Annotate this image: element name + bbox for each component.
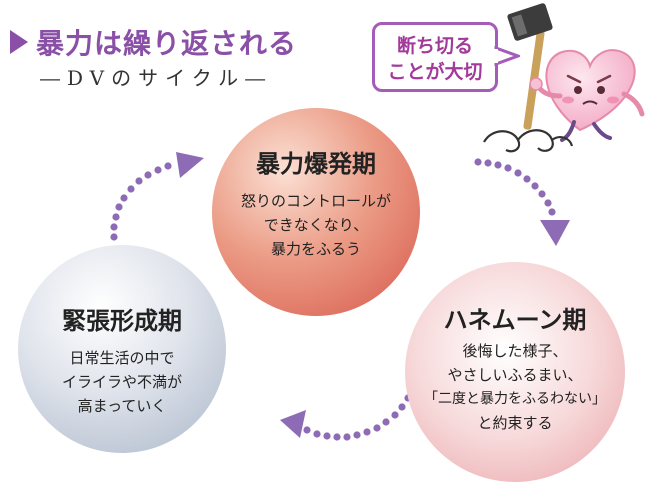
- title-text: 暴力は繰り返される: [36, 27, 298, 60]
- arrow-right-to-left: [280, 394, 412, 441]
- phase-honeymoon-line: やさしいふるまい、: [447, 366, 583, 384]
- broken-chain-icon: [483, 129, 574, 153]
- arrow-top-to-right: [474, 158, 570, 246]
- heart-mascot-icon: [507, 3, 645, 142]
- phase-honeymoon: ハネムーン期 後悔した様子、 やさしいふるまい、 「二度と暴力をふるわない」 と…: [405, 262, 625, 482]
- phase-honeymoon-line: 後悔した様子、: [462, 342, 568, 360]
- phase-explosion-title: 暴力爆発期: [256, 149, 376, 178]
- callout-line-2: ことが大切: [387, 61, 483, 83]
- callout-tail: [490, 45, 520, 67]
- phase-tension-line: イライラや不満が: [61, 373, 182, 391]
- title-arrow-icon: [10, 30, 28, 54]
- phase-honeymoon-line: 「二度と暴力をふるわない」: [424, 391, 606, 407]
- phase-tension-line: 日常生活の中で: [69, 349, 175, 367]
- phase-honeymoon-line: と約束する: [477, 414, 553, 432]
- phase-honeymoon-title: ハネムーン期: [443, 305, 587, 334]
- phase-tension-title: 緊張形成期: [62, 306, 182, 335]
- page-title: 暴力は繰り返される: [10, 22, 297, 62]
- subtitle: ―DVのサイクル―: [40, 66, 273, 90]
- callout-line-1: 断ち切る: [396, 35, 473, 57]
- phase-explosion-line: できなくなり、: [263, 216, 369, 234]
- phase-tension-line: 高まっていく: [77, 397, 167, 415]
- phase-tension: 緊張形成期 日常生活の中で イライラや不満が 高まっていく: [18, 245, 226, 453]
- phase-explosion-line: 暴力をふるう: [270, 240, 361, 258]
- arrow-left-to-top: [110, 152, 204, 241]
- phase-explosion: 暴力爆発期 怒りのコントロールが できなくなり、 暴力をふるう: [212, 108, 420, 316]
- phase-explosion-line: 怒りのコントロールが: [240, 192, 391, 210]
